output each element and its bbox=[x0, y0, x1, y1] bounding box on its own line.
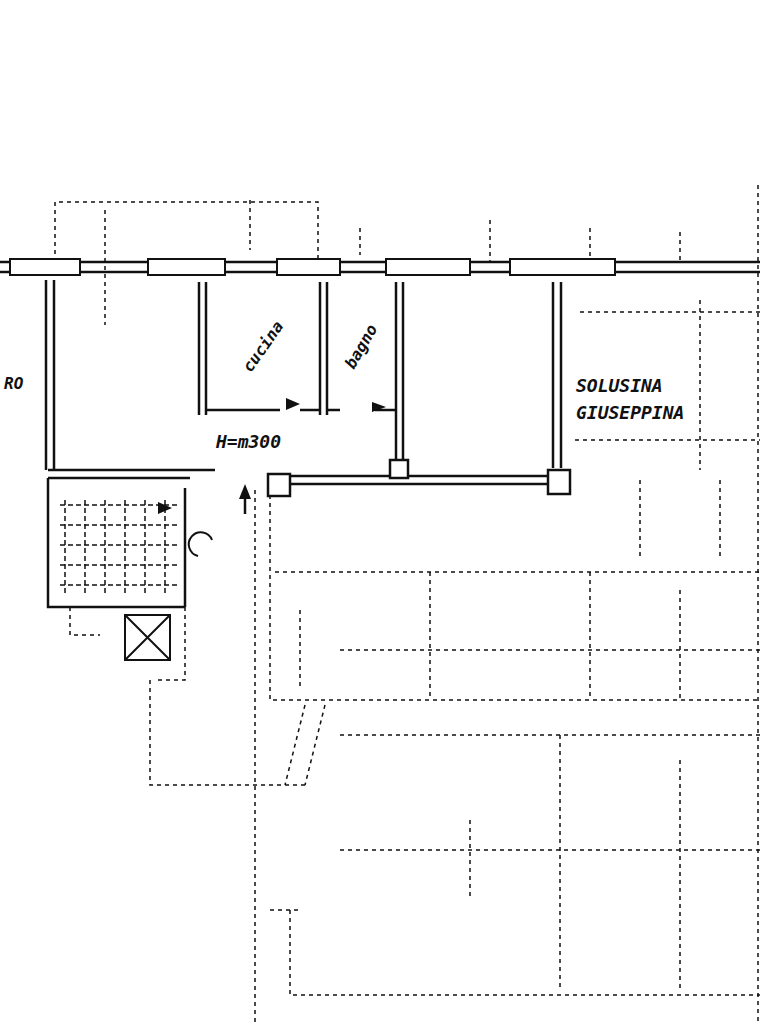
entrance-arrow bbox=[239, 484, 251, 514]
stair-steps bbox=[60, 500, 180, 595]
lift-shaft bbox=[125, 615, 170, 660]
room: bagno bbox=[329, 284, 394, 408]
pillar bbox=[268, 474, 290, 496]
door-marks bbox=[286, 398, 386, 412]
window bbox=[148, 259, 225, 275]
dashed-outlines bbox=[55, 185, 760, 1024]
window bbox=[510, 259, 615, 275]
window bbox=[277, 259, 340, 275]
room-name: bagno bbox=[341, 320, 382, 371]
pillars bbox=[268, 460, 570, 496]
pillar bbox=[548, 470, 570, 494]
window bbox=[10, 259, 80, 275]
stair-outline bbox=[48, 478, 185, 607]
pillar bbox=[390, 460, 408, 478]
lift-cross bbox=[125, 615, 170, 660]
lift bbox=[125, 615, 170, 660]
room-name: cucina bbox=[239, 317, 288, 375]
wall-lines bbox=[0, 262, 760, 484]
courtyard-outline bbox=[270, 495, 760, 700]
plan-label: SOLUSINA GIUSEPPINA bbox=[576, 372, 756, 426]
window bbox=[386, 259, 470, 275]
room: cucina bbox=[208, 284, 318, 408]
entrance-head bbox=[239, 484, 251, 499]
windows bbox=[10, 259, 615, 275]
door-swing bbox=[189, 532, 212, 556]
walls bbox=[0, 262, 760, 607]
stair-arrow bbox=[158, 502, 172, 514]
plan-label: RO bbox=[4, 372, 44, 396]
neighbour-outline bbox=[575, 185, 760, 1024]
plan-label: H=m300 bbox=[216, 428, 366, 455]
entrance-line bbox=[244, 498, 247, 514]
lower-outline bbox=[70, 490, 760, 1024]
